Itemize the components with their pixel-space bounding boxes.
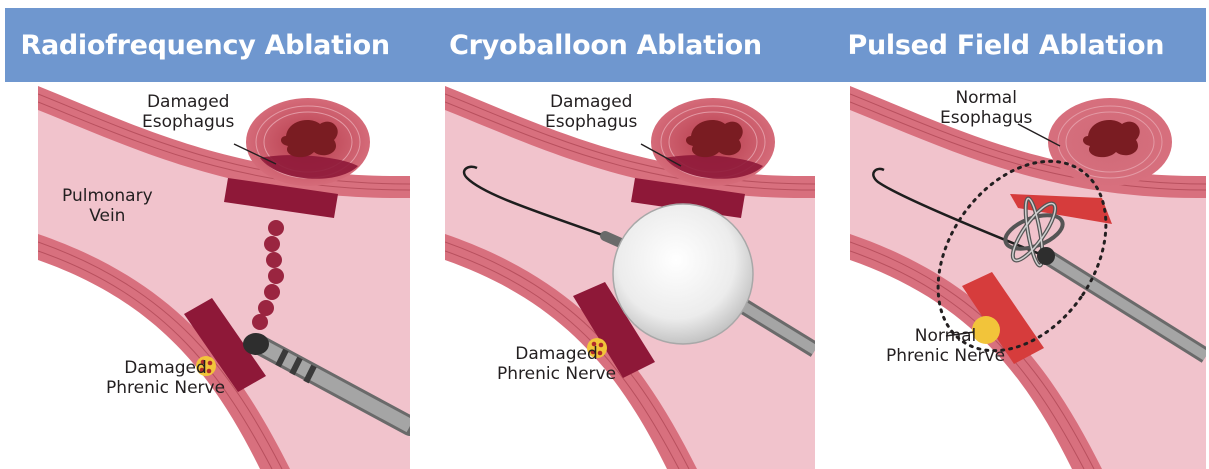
- cryo-illustration: [445, 86, 815, 469]
- pfa-catheter-tip: [1037, 247, 1055, 265]
- title-radiofrequency: Radiofrequency Ablation: [5, 8, 405, 82]
- rf-catheter-tip: [243, 333, 269, 355]
- title-pulsed-field: Pulsed Field Ablation: [806, 8, 1206, 82]
- header-bar: Radiofrequency Ablation Cryoballoon Abla…: [5, 8, 1206, 82]
- rf-illustration: [38, 86, 410, 469]
- title-cryoballoon: Cryoballoon Ablation: [405, 8, 805, 82]
- pfa-illustration: [850, 86, 1206, 469]
- cryoballoon: [613, 204, 753, 344]
